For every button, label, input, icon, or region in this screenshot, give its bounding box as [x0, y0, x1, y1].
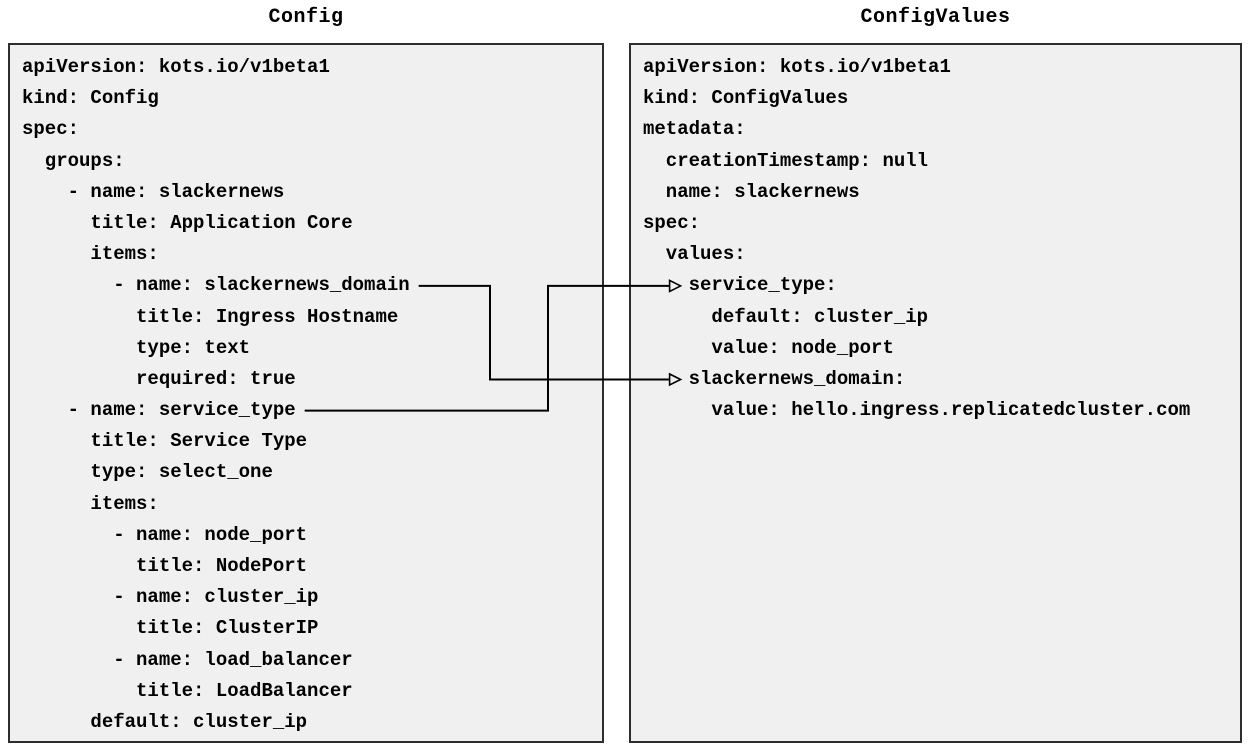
panel-title-config: Config — [268, 6, 344, 29]
yaml-line-text: items: — [22, 243, 159, 266]
yaml-line-text: type: text — [22, 336, 251, 359]
yaml-line: - name: slackernews — [22, 177, 590, 208]
yaml-line: groups: — [22, 146, 590, 177]
yaml-line: slackernews_domain: — [643, 364, 1228, 395]
yaml-line-text: - name: load_balancer — [22, 648, 353, 671]
yaml-line-text: name: slackernews — [643, 180, 860, 203]
yaml-line: title: LoadBalancer — [22, 676, 590, 707]
config-yaml-panel: apiVersion: kots.io/v1beta1 kind: Config… — [8, 43, 604, 743]
yaml-line-text: apiVersion: kots.io/v1beta1 — [643, 56, 951, 78]
yaml-line-text: values: — [643, 243, 746, 266]
yaml-line-text: - name: cluster_ip — [22, 586, 319, 609]
yaml-line: apiVersion: kots.io/v1beta1 — [643, 52, 1228, 83]
yaml-line-text: type: select_one — [22, 461, 273, 484]
yaml-line-text: items: — [22, 492, 159, 515]
yaml-line-text: title: Ingress Hostname — [22, 305, 399, 328]
yaml-line: title: Service Type — [22, 426, 590, 457]
yaml-line: spec: — [643, 208, 1228, 239]
yaml-line-text: metadata: — [643, 118, 746, 141]
yaml-line: - name: cluster_ip — [22, 582, 590, 613]
yaml-line-text: groups: — [22, 149, 125, 172]
yaml-line-text: title: Application Core — [22, 211, 353, 234]
yaml-line: spec: — [22, 114, 590, 145]
yaml-line: name: slackernews — [643, 177, 1228, 208]
yaml-line: service_type: — [643, 270, 1228, 301]
yaml-line: value: node_port — [643, 333, 1228, 364]
yaml-line: values: — [643, 239, 1228, 270]
yaml-line: - name: load_balancer — [22, 645, 590, 676]
yaml-line: items: — [22, 489, 590, 520]
yaml-line: type: text — [22, 333, 590, 364]
yaml-line-text: title: LoadBalancer — [22, 679, 353, 702]
yaml-line-text: default: cluster_ip — [22, 710, 308, 733]
configvalues-yaml-panel: apiVersion: kots.io/v1beta1 kind: Config… — [629, 43, 1242, 743]
yaml-line: metadata: — [643, 114, 1228, 145]
yaml-line-text: value: hello.ingress.replicatedcluster.c… — [643, 399, 1191, 422]
yaml-line: title: Application Core — [22, 208, 590, 239]
yaml-line-text: spec: — [643, 211, 701, 234]
yaml-line-text: title: Service Type — [22, 430, 308, 453]
yaml-line-text: title: ClusterIP — [22, 617, 319, 640]
yaml-line: title: Ingress Hostname — [22, 302, 590, 333]
yaml-line: default: cluster_ip — [22, 707, 590, 738]
configvalues-key-service-type: service_type: — [643, 274, 837, 297]
panel-title-configvalues: ConfigValues — [860, 6, 1011, 29]
yaml-line-text: value: node_port — [643, 336, 894, 359]
yaml-line: type: select_one — [22, 457, 590, 488]
yaml-line-text: default: cluster_ip — [643, 305, 929, 328]
yaml-line-text: kind: Config — [22, 87, 159, 110]
yaml-line-text: spec: — [22, 118, 80, 141]
configvalues-key-slackernews-domain: slackernews_domain: — [643, 367, 906, 390]
yaml-line: required: true — [22, 364, 590, 395]
yaml-line: - name: node_port — [22, 520, 590, 551]
yaml-line-text: required: true — [22, 367, 296, 390]
yaml-line-text: kind: ConfigValues — [643, 87, 849, 110]
yaml-line-text: apiVersion: kots.io/v1beta1 — [22, 56, 330, 78]
config-item-service-type: - name: service_type — [22, 399, 296, 422]
yaml-line: kind: ConfigValues — [643, 83, 1228, 114]
yaml-line: title: ClusterIP — [22, 613, 590, 644]
yaml-line: - name: service_type — [22, 395, 590, 426]
yaml-line-text: - name: slackernews — [22, 180, 285, 203]
config-item-slackernews-domain: - name: slackernews_domain — [22, 274, 410, 297]
yaml-line: - name: slackernews_domain — [22, 270, 590, 301]
yaml-line: creationTimestamp: null — [643, 146, 1228, 177]
yaml-line-text: title: NodePort — [22, 555, 308, 577]
yaml-line: default: cluster_ip — [643, 302, 1228, 333]
yaml-line: apiVersion: kots.io/v1beta1 — [22, 52, 590, 83]
yaml-line: kind: Config — [22, 83, 590, 114]
yaml-line: value: hello.ingress.replicatedcluster.c… — [643, 395, 1228, 426]
yaml-line: title: NodePort — [22, 551, 590, 582]
yaml-line-text: - name: node_port — [22, 523, 308, 546]
yaml-line-text: creationTimestamp: null — [643, 149, 929, 172]
yaml-line: items: — [22, 239, 590, 270]
